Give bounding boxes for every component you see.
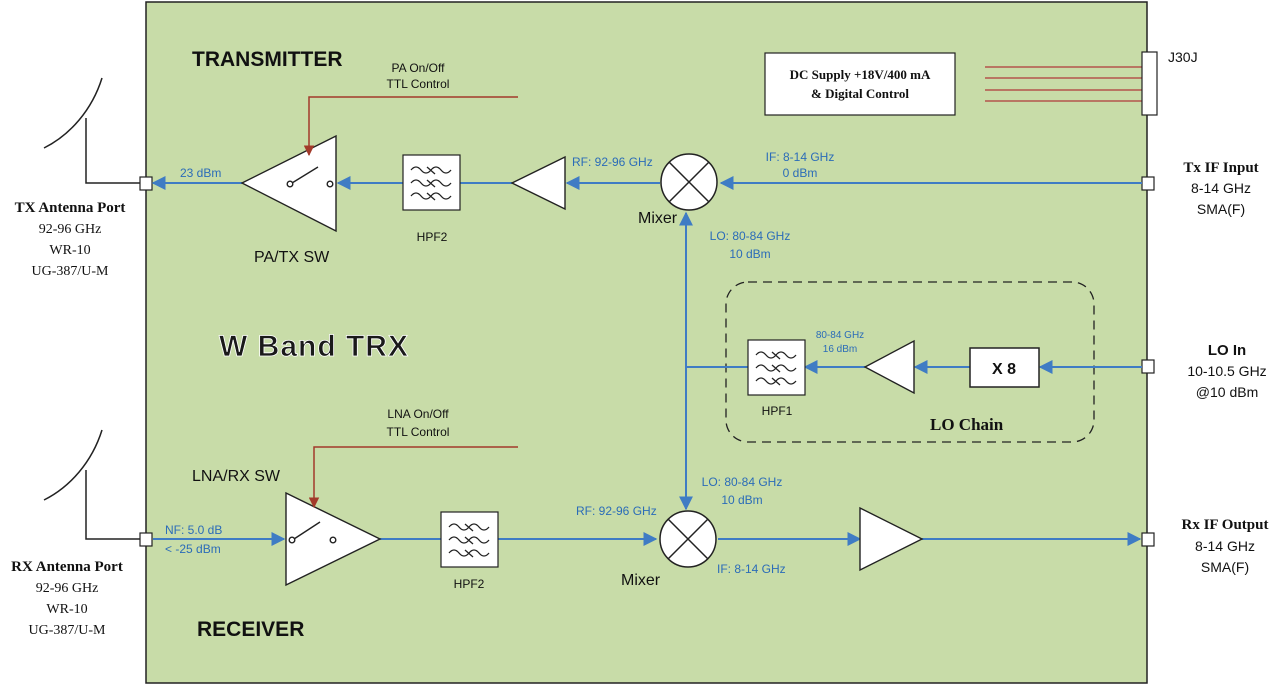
- tx-switch-icon: [286, 166, 334, 188]
- tx-driver-amplifier-icon: [510, 155, 566, 211]
- rx-antenna-icon: [43, 429, 140, 540]
- rx-lo-label2: 10 dBm: [721, 493, 762, 507]
- rx-if-label: IF: 8-14 GHz: [717, 562, 786, 576]
- diagram-title: W Band TRX: [219, 330, 409, 363]
- rx-if-output-connector-icon: [1141, 532, 1155, 547]
- pa-control-line1: PA On/Off: [392, 61, 446, 75]
- rx-antenna-line2: WR-10: [46, 602, 87, 617]
- j30j-label: J30J: [1168, 49, 1198, 65]
- lna-control-line1: LNA On/Off: [387, 407, 449, 421]
- tx-mixer-icon: [660, 153, 718, 211]
- lo-chain-freq: 80-84 GHz: [816, 330, 864, 341]
- dc-supply-line1: DC Supply +18V/400 mA: [790, 67, 931, 82]
- tx-if-input-title: Tx IF Input: [1183, 160, 1258, 176]
- dc-supply-line2: & Digital Control: [811, 86, 909, 101]
- tx-hpf2-filter-icon: [402, 154, 461, 211]
- tx-mixer-label: Mixer: [638, 210, 678, 227]
- lna-label: LNA/RX SW: [192, 468, 281, 485]
- tx-if-input-line2: SMA(F): [1197, 201, 1245, 217]
- rx-hpf2-label: HPF2: [454, 577, 485, 591]
- tx-antenna-line2: WR-10: [49, 243, 90, 258]
- rx-antenna-line1: 92-96 GHz: [36, 581, 99, 596]
- rx-hpf2-filter-icon: [440, 511, 499, 568]
- tx-antenna-icon: [43, 77, 140, 184]
- pa-control-line: [303, 96, 518, 157]
- j30j-connector-icon: [1141, 51, 1158, 116]
- lo-amplifier-icon: [863, 339, 915, 395]
- tx-rf-label: RF: 92-96 GHz: [572, 155, 653, 169]
- dc-lines: [985, 66, 1142, 102]
- rx-if-amplifier-icon: [859, 506, 924, 572]
- receiver-title: RECEIVER: [197, 618, 304, 641]
- pa-control-line2: TTL Control: [387, 77, 450, 91]
- tx-antenna-port-connector-icon: [139, 176, 153, 191]
- hpf1-filter-icon: [747, 339, 806, 396]
- rx-antenna-port-connector-icon: [139, 532, 153, 547]
- pa-label: PA/TX SW: [254, 249, 330, 266]
- tx-if-label1: IF: 8-14 GHz: [766, 150, 835, 164]
- rx-nf-label: NF: 5.0 dB: [165, 523, 222, 537]
- lo-in-line2: @10 dBm: [1196, 384, 1258, 400]
- tx-out-power: 23 dBm: [180, 166, 221, 180]
- tx-antenna-line1: 92-96 GHz: [39, 222, 102, 237]
- rx-if-output-line2: SMA(F): [1201, 559, 1249, 575]
- tx-antenna-line3: UG-387/U-M: [32, 264, 110, 279]
- rx-lo-label1: LO: 80-84 GHz: [702, 475, 783, 489]
- rx-input-level-label: < -25 dBm: [165, 542, 221, 556]
- x8-multiplier-label: X 8: [992, 361, 1016, 378]
- rx-mixer-icon: [659, 510, 717, 568]
- lo-chain-power: 16 dBm: [823, 344, 857, 355]
- tx-if-label2: 0 dBm: [783, 166, 818, 180]
- lo-in-title: LO In: [1208, 342, 1246, 359]
- dc-supply-box: [764, 52, 956, 116]
- tx-lo-label1: LO: 80-84 GHz: [710, 229, 791, 243]
- lo-signal-lines: [679, 211, 1142, 511]
- rx-if-output-line1: 8-14 GHz: [1195, 538, 1255, 554]
- rx-if-output-title: Rx IF Output: [1182, 517, 1269, 533]
- rx-antenna-line3: UG-387/U-M: [29, 623, 107, 638]
- rx-mixer-label: Mixer: [621, 572, 661, 589]
- lna-control-line2: TTL Control: [387, 425, 450, 439]
- tx-if-input-line1: 8-14 GHz: [1191, 180, 1251, 196]
- rx-antenna-port-title: RX Antenna Port: [11, 559, 123, 575]
- rx-rf-label: RF: 92-96 GHz: [576, 504, 657, 518]
- transmitter-title: TRANSMITTER: [192, 48, 343, 71]
- lo-chain-label: LO Chain: [930, 415, 1004, 434]
- tx-hpf2-label: HPF2: [417, 230, 448, 244]
- tx-antenna-port-title: TX Antenna Port: [15, 200, 126, 216]
- x8-multiplier-box: [969, 347, 1040, 388]
- tx-lo-label2: 10 dBm: [729, 247, 770, 261]
- lna-control-line: [308, 446, 518, 509]
- lo-in-line1: 10-10.5 GHz: [1187, 363, 1266, 379]
- rx-switch-icon: [288, 521, 337, 544]
- hpf1-label: HPF1: [762, 404, 793, 418]
- tx-if-input-connector-icon: [1141, 176, 1155, 191]
- lo-in-connector-icon: [1141, 359, 1155, 374]
